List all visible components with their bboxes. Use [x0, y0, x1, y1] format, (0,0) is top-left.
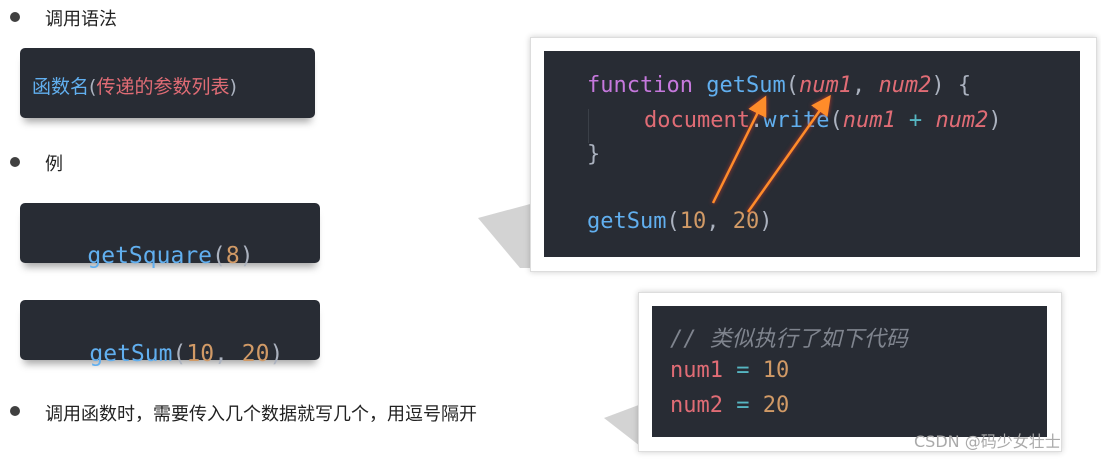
- arg: 20: [241, 341, 270, 367]
- arg: num2: [935, 108, 989, 133]
- example-box-1: getSquare(8): [20, 203, 320, 269]
- fn: getSum: [706, 73, 786, 98]
- fn-name: getSum: [89, 341, 173, 367]
- code-line-2: document.write(num1 + num2): [644, 108, 1002, 133]
- bullet-syntax: 调用语法: [45, 9, 117, 30]
- syntax-params: 传递的参数列表: [96, 76, 230, 98]
- bullet-example: 例: [45, 154, 63, 175]
- assign-num2: num2 = 20: [670, 393, 789, 418]
- code-frame-equivalent: // 类似执行了如下代码 num1 = 10 num2 = 20: [638, 292, 1062, 452]
- sep: ,: [214, 341, 242, 367]
- p: ,: [706, 209, 733, 234]
- p: (: [666, 209, 680, 234]
- bullet-dot: [10, 157, 20, 167]
- watermark: CSDN @码少女壮士: [914, 432, 1061, 451]
- code-frame-main: function getSum(num1, num2) { document.w…: [530, 37, 1097, 272]
- p: ): [759, 209, 773, 234]
- code-line-1: function getSum(num1, num2) {: [587, 73, 971, 98]
- paren: (: [212, 243, 226, 269]
- assign-num1: num1 = 10: [670, 358, 789, 383]
- paren: ): [239, 243, 254, 269]
- paren: (: [89, 76, 97, 98]
- fn-name: getSquare: [87, 243, 213, 269]
- p: ): [988, 108, 1002, 133]
- paren: ): [269, 341, 284, 367]
- paren: ): [229, 76, 237, 98]
- comment-line: // 类似执行了如下代码: [670, 327, 908, 352]
- num: 10: [762, 358, 790, 383]
- syntax-function-name: 函数名: [32, 76, 90, 98]
- p: (: [785, 73, 799, 98]
- arg-20: 20: [732, 209, 760, 234]
- fn: getSum: [587, 209, 667, 234]
- bullet-dot: [10, 12, 20, 22]
- arg-10: 10: [679, 209, 707, 234]
- bullet-dot: [10, 406, 20, 416]
- code-block-equivalent: // 类似执行了如下代码 num1 = 10 num2 = 20: [652, 306, 1047, 437]
- p: ,: [851, 73, 879, 98]
- arg: num1: [842, 108, 896, 133]
- p: (: [829, 108, 843, 133]
- op: +: [895, 108, 936, 133]
- arg: 10: [186, 341, 215, 367]
- var: num2: [670, 393, 723, 418]
- example-box-2: getSum(10, 20): [20, 300, 320, 367]
- var: num1: [670, 358, 723, 383]
- num: 20: [762, 393, 790, 418]
- op: =: [722, 393, 763, 418]
- obj: document: [644, 108, 750, 133]
- p: ) {: [931, 73, 972, 98]
- syntax-box: 函数名(传递的参数列表): [20, 48, 315, 118]
- arg: 8: [225, 243, 240, 269]
- kw: function: [587, 73, 693, 98]
- code-line-call: getSum(10, 20): [587, 209, 772, 234]
- arrow-10-to-num1: [711, 95, 767, 204]
- paren: (: [172, 341, 187, 367]
- code-line-3: }: [587, 142, 601, 167]
- param-num1: num1: [798, 73, 852, 98]
- arrow-20-to-num2: [746, 94, 831, 213]
- param-num2: num2: [878, 73, 932, 98]
- op: =: [722, 358, 763, 383]
- indent-guide: [588, 109, 589, 143]
- code-block-main: function getSum(num1, num2) { document.w…: [544, 51, 1080, 257]
- bullet-note: 调用函数时，需要传入几个数据就写几个，用逗号隔开: [45, 404, 477, 425]
